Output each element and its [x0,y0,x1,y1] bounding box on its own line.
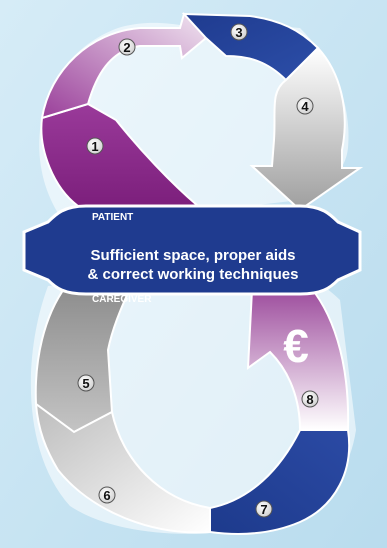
svg-text:4: 4 [301,99,309,114]
svg-text:8: 8 [306,392,313,407]
euro-icon: € [283,320,309,372]
step-badge-6: 6 [98,486,116,504]
svg-text:5: 5 [82,376,89,391]
step-badge-5: 5 [77,374,95,392]
central-banner [22,204,362,296]
step-badge-1: 1 [86,137,104,155]
caregiver-label: CAREGIVER [92,294,152,305]
banner-line-1: Sufficient space, proper aids [90,247,295,264]
banner-line-2: & correct working techniques [88,266,299,283]
svg-text:1: 1 [91,139,98,154]
segment-7 [209,429,351,535]
svg-text:2: 2 [123,40,130,55]
step-badge-3: 3 [230,23,248,41]
segment-6 [34,401,211,534]
step-badge-4: 4 [296,97,314,115]
step-badge-8: 8 [301,390,319,408]
patient-label: PATIENT [92,212,133,223]
segment-4 [249,46,364,212]
step-badge-2: 2 [118,38,136,56]
svg-text:3: 3 [235,25,242,40]
svg-text:7: 7 [260,502,267,517]
step-badge-7: 7 [255,500,273,518]
svg-text:6: 6 [103,488,110,503]
